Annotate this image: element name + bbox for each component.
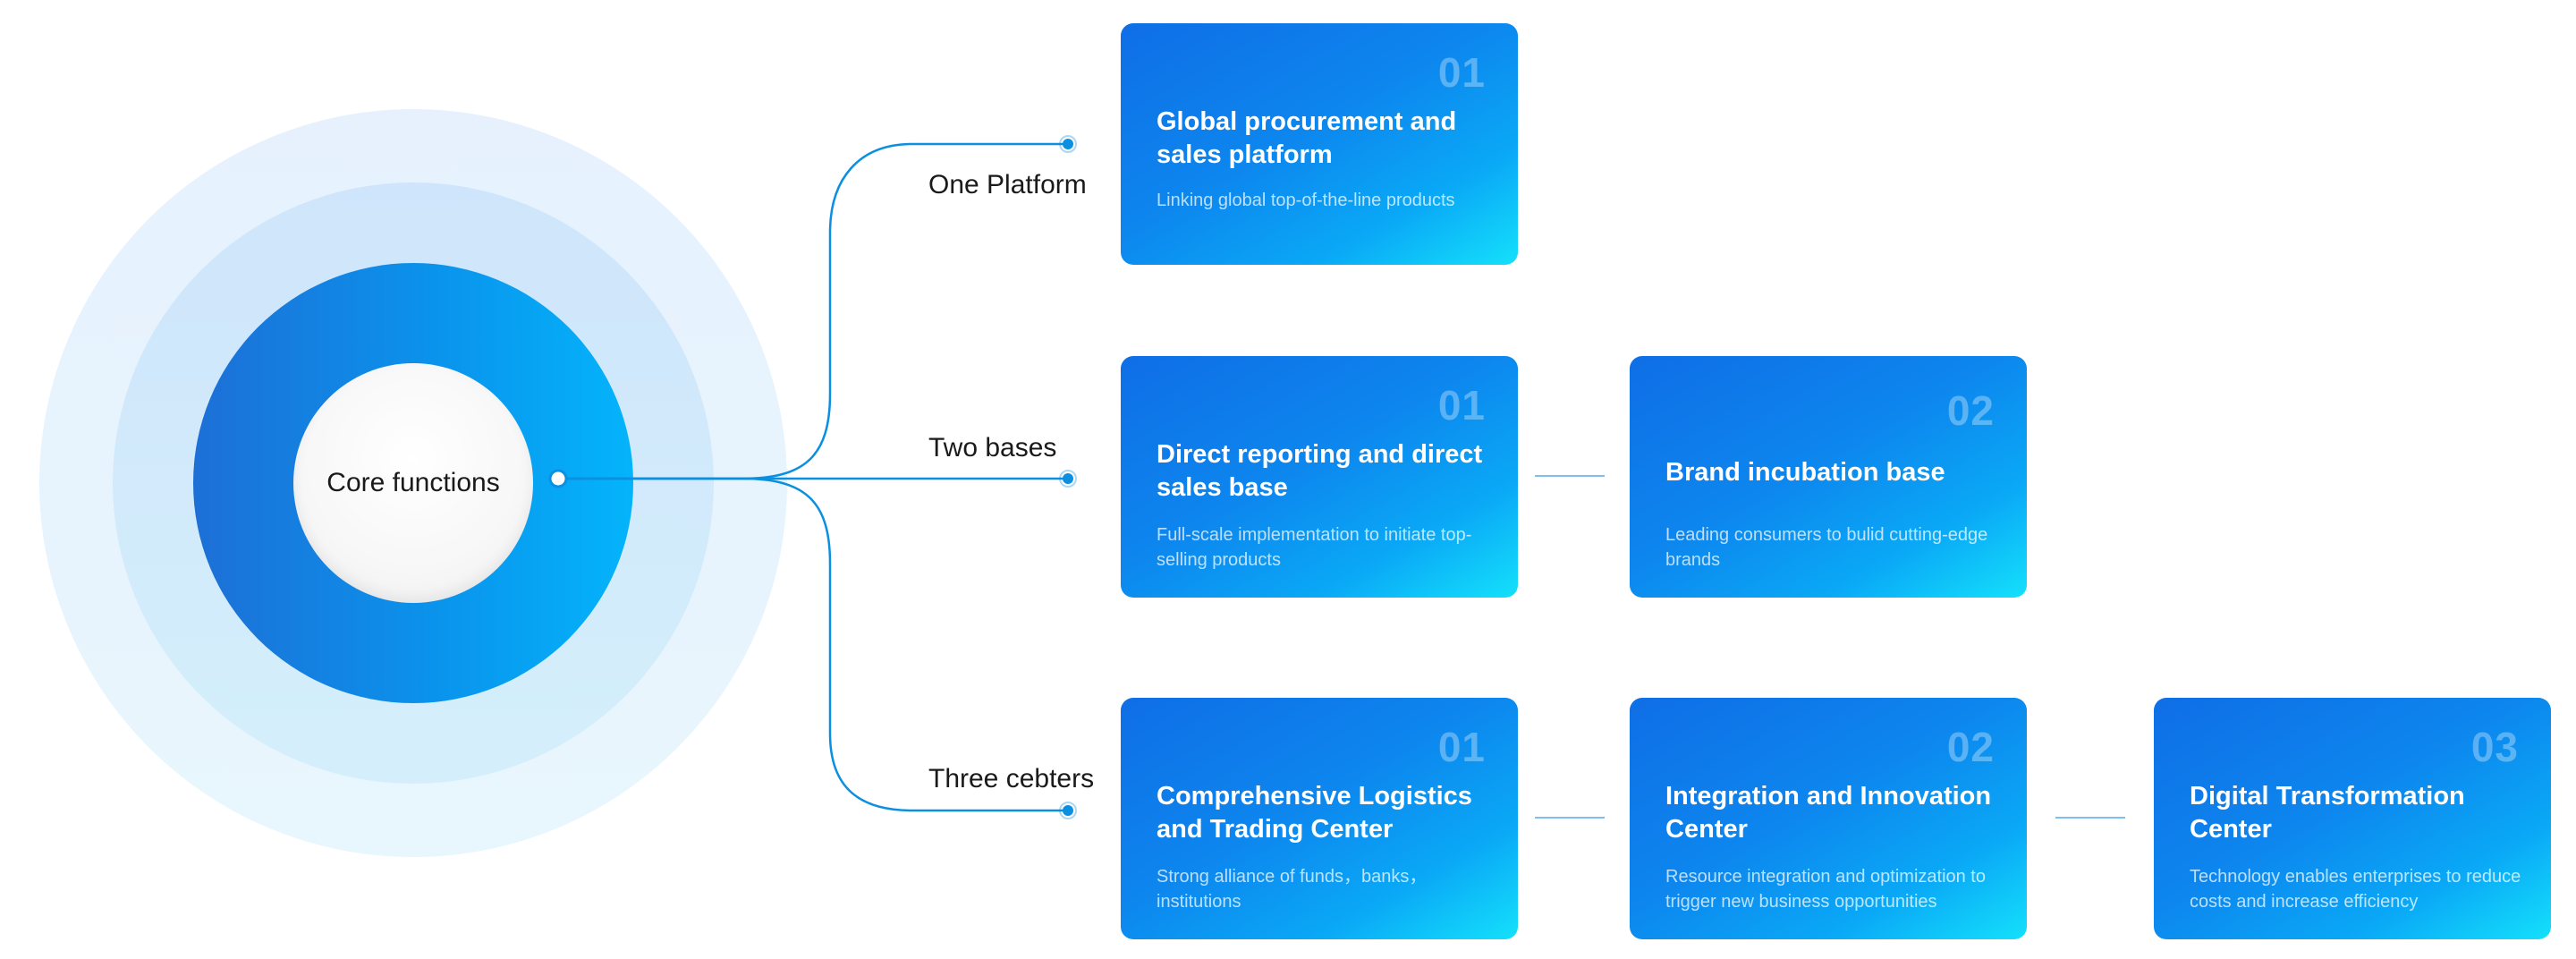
- card-integration-innovation[interactable]: 02 Integration and Innovation Center Res…: [1630, 698, 2027, 939]
- card-direct-reporting[interactable]: 01 Direct reporting and direct sales bas…: [1121, 356, 1518, 598]
- card-description: Full-scale implementation to initiate to…: [1157, 525, 1472, 570]
- card-digital-transformation[interactable]: 03 Digital Transformation Center Technol…: [2154, 698, 2551, 939]
- card-number: 01: [1437, 49, 1486, 96]
- card-title: Brand incubation base: [1665, 458, 1945, 487]
- card-brand-incubation[interactable]: 02 Brand incubation base Leading consume…: [1630, 356, 2027, 598]
- card-number: 02: [1946, 724, 1995, 770]
- card-number: 02: [1946, 387, 1995, 434]
- card-description: Strong alliance of funds，banks，instituti…: [1157, 867, 1428, 912]
- branch-label-two-bases: Two bases: [928, 433, 1057, 463]
- card-title: Digital Transformation Center: [2190, 782, 2465, 844]
- branch-label-three-centers: Three cebters: [928, 764, 1095, 794]
- card-logistics-trading[interactable]: 01 Comprehensive Logistics and Trading C…: [1121, 698, 1518, 939]
- core-label: Core functions: [326, 468, 500, 497]
- node-three-centers: [1063, 805, 1073, 816]
- card-global-procurement[interactable]: 01 Global procurement and sales platform…: [1121, 23, 1518, 265]
- card-title: Comprehensive Logistics and Trading Cent…: [1157, 782, 1472, 844]
- card-title: Direct reporting and direct sales base: [1157, 440, 1483, 502]
- card-number: 01: [1437, 724, 1486, 770]
- origin-node: [548, 469, 568, 488]
- branch-label-one-platform: One Platform: [928, 170, 1087, 199]
- card-number: 03: [2470, 724, 2519, 770]
- node-one-platform: [1063, 139, 1073, 149]
- card-description: Linking global top-of-the-line products: [1157, 191, 1455, 210]
- connector-three-centers: [558, 477, 1068, 812]
- node-two-bases: [1063, 473, 1073, 484]
- card-description: Resource integration and optimization to…: [1665, 867, 1986, 912]
- card-number: 01: [1437, 382, 1486, 429]
- card-description: Leading consumers to bulid cutting-edge …: [1665, 525, 1988, 570]
- card-title: Global procurement and sales platform: [1157, 107, 1457, 169]
- connector-one-platform: [558, 142, 1068, 480]
- card-description: Technology enables enterprises to reduce…: [2190, 867, 2521, 912]
- core-center-node: Core functions: [293, 363, 533, 603]
- card-title: Integration and Innovation Center: [1665, 782, 1992, 844]
